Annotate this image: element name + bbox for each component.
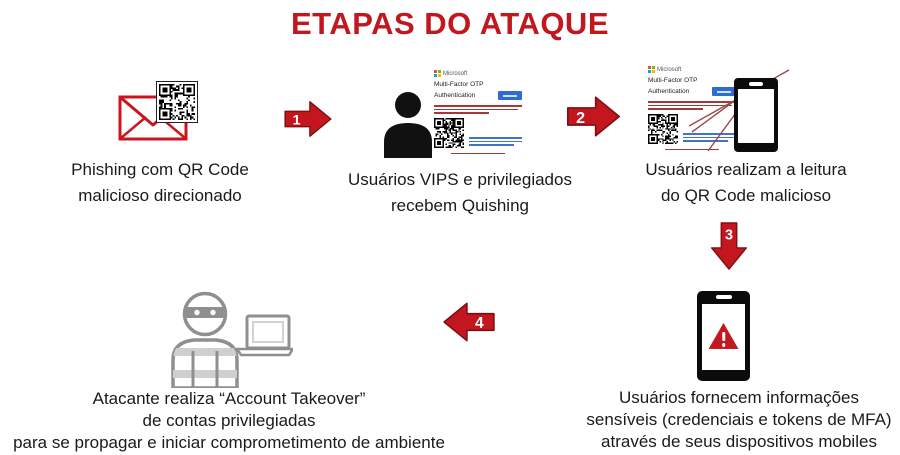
caption-line: Usuários VIPS e privilegiados	[348, 170, 572, 189]
svg-text:2: 2	[576, 109, 585, 127]
microsoft-logo: Microsoft	[434, 70, 522, 77]
mfa-text-lines	[648, 101, 736, 110]
smartphone-warning-icon	[697, 291, 750, 381]
microsoft-logo-icon	[648, 66, 655, 73]
mfa-title: Multi-Factor OTP	[434, 81, 484, 88]
user-icon	[384, 92, 432, 158]
svg-text:1: 1	[293, 113, 301, 129]
caption-line: malicioso direcionado	[78, 186, 242, 205]
smartphone-icon	[734, 78, 778, 152]
warning-triangle-icon	[708, 322, 739, 349]
page-title: ETAPAS DO ATAQUE	[291, 6, 609, 41]
mfa-subtitle: Authentication	[434, 92, 476, 99]
stage-1-caption: Phishing com QR Code malicioso direciona…	[28, 157, 292, 209]
step-4-arrow-icon: 4	[443, 302, 495, 342]
phone-screen	[738, 89, 774, 143]
step-2-arrow-icon: 2	[566, 96, 621, 137]
hacker-laptop-icon	[171, 291, 293, 388]
stage-3-caption: Usuários realizam a leitura do QR Code m…	[612, 157, 880, 209]
svg-text:3: 3	[725, 227, 733, 243]
mfa-screenshot: Microsoft Multi-Factor OTP Authenticatio…	[434, 70, 522, 154]
caption-line: através de seus dispositivos mobiles	[601, 432, 877, 451]
mfa-button	[712, 87, 736, 96]
phone-screen	[702, 304, 745, 370]
mfa-subtitle: Authentication	[648, 88, 690, 95]
caption-line: de contas privilegiadas	[142, 411, 316, 430]
stage-4-caption: Usuários fornecem informações sensíveis …	[578, 387, 900, 453]
phone-speaker	[749, 82, 763, 86]
mfa-screenshot: Microsoft Multi-Factor OTP Authenticatio…	[648, 66, 736, 150]
caption-line: Phishing com QR Code	[71, 160, 249, 179]
brand-label: Microsoft	[657, 66, 682, 73]
phone-speaker	[715, 295, 732, 299]
step-3-arrow-icon: 3	[710, 222, 748, 270]
svg-text:4: 4	[475, 315, 484, 332]
mfa-button	[498, 91, 522, 100]
stage-5-caption: Atacante realiza “Account Takeover” de c…	[3, 388, 455, 454]
caption-line: Usuários fornecem informações	[619, 388, 859, 407]
caption-line: recebem Quishing	[391, 196, 529, 215]
microsoft-logo-icon	[434, 70, 441, 77]
qr-code-icon	[156, 81, 198, 123]
step-1-arrow-icon: 1	[284, 101, 332, 137]
mfa-title: Multi-Factor OTP	[648, 77, 698, 84]
caption-line: Atacante realiza “Account Takeover”	[92, 389, 366, 408]
caption-line: para se propagar e iniciar comprometimen…	[13, 433, 445, 452]
mfa-note-lines	[469, 118, 522, 148]
caption-line: Usuários realizam a leitura	[645, 160, 847, 179]
caption-line: sensíveis (credenciais e tokens de MFA)	[586, 410, 892, 429]
brand-label: Microsoft	[443, 70, 468, 77]
qr-code-icon	[648, 113, 678, 144]
caption-line: do QR Code malicioso	[660, 186, 832, 205]
stage-2-caption: Usuários VIPS e privilegiados recebem Qu…	[330, 167, 590, 219]
qr-code-icon	[434, 117, 464, 148]
mfa-note-lines	[683, 114, 736, 144]
mfa-text-lines	[434, 105, 522, 114]
microsoft-logo: Microsoft	[648, 66, 736, 73]
